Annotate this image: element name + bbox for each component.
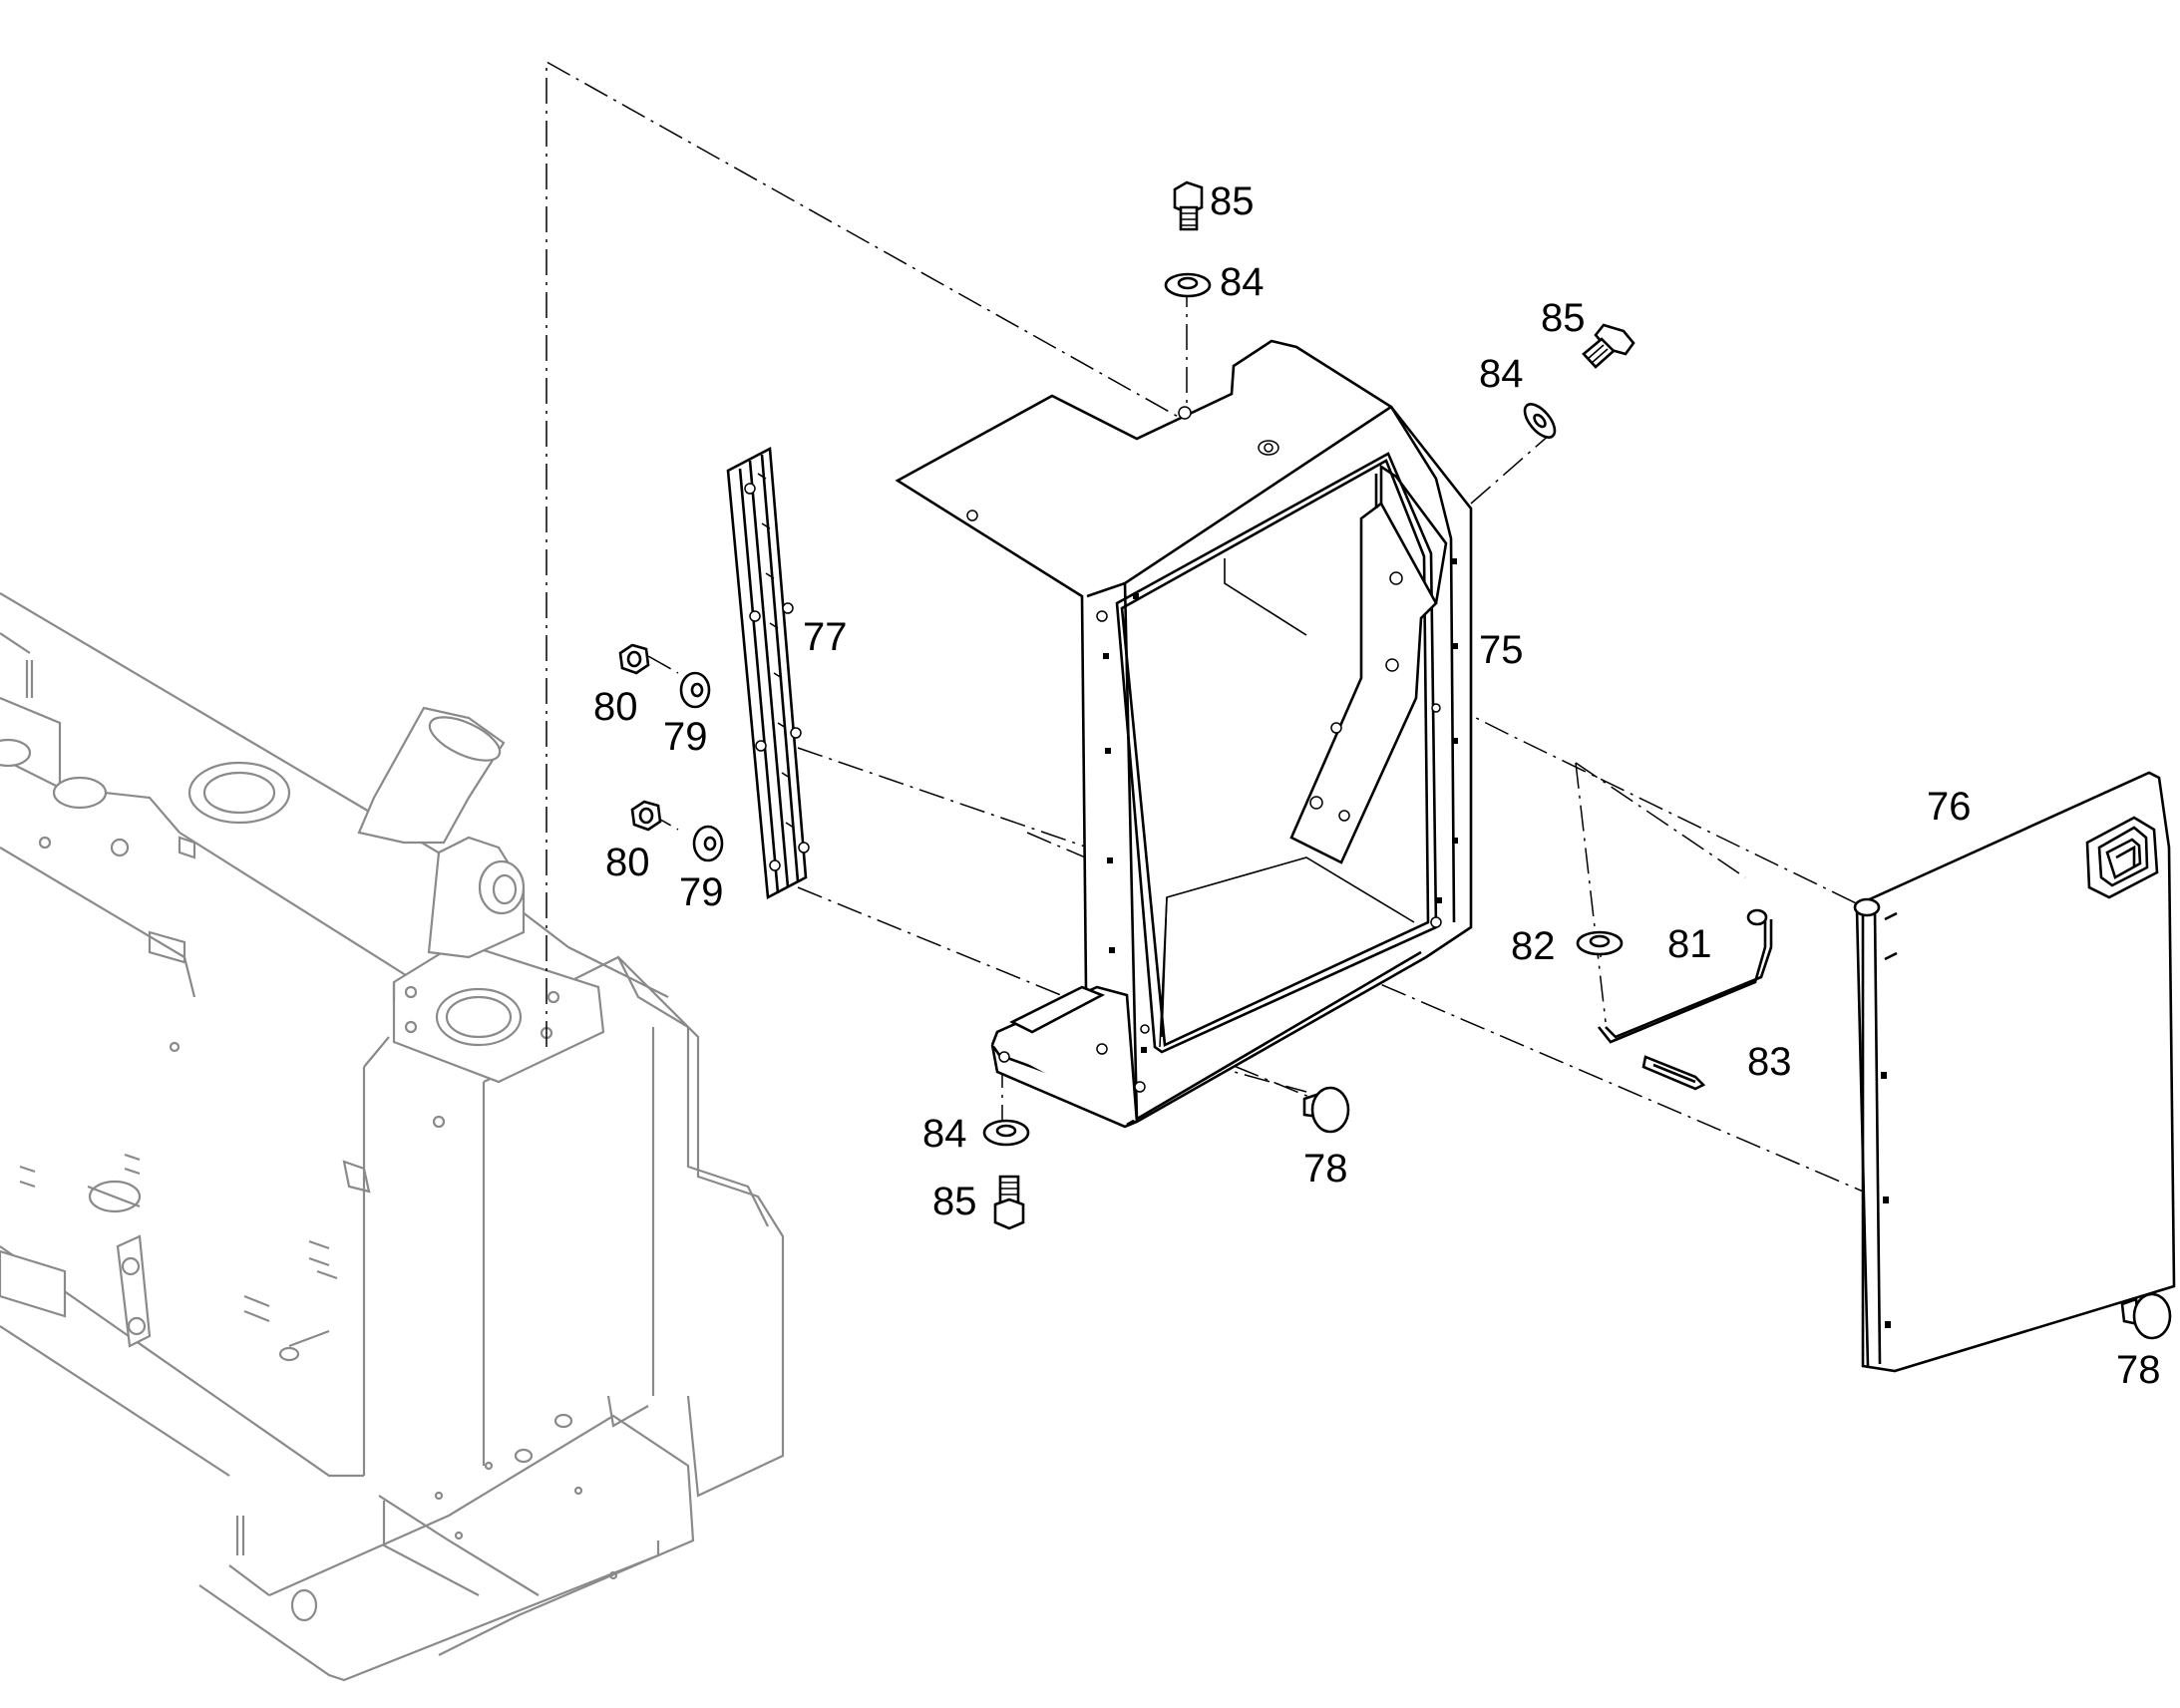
callout-84-top: 84: [1220, 260, 1265, 304]
plug-78-center: [1302, 1086, 1350, 1134]
callout-75: 75: [1479, 628, 1524, 672]
washer-84-top: [1164, 272, 1212, 298]
enclosure-part-75: [895, 339, 1473, 1129]
machine-frame: [0, 592, 785, 1682]
callout-85-bottom: 85: [932, 1180, 977, 1223]
hinge-part-77: [726, 446, 810, 900]
callout-80-upper: 80: [593, 685, 638, 729]
callout-78-center: 78: [1303, 1147, 1348, 1191]
callout-79-upper: 79: [663, 715, 708, 759]
washer-79-upper: [679, 671, 711, 709]
callout-79-lower: 79: [679, 870, 724, 914]
callout-83: 83: [1747, 1040, 1792, 1084]
nut-80-upper: [618, 643, 650, 675]
bolt-85-top: [1173, 180, 1204, 231]
callout-81: 81: [1667, 922, 1712, 966]
washer-84-right: [1523, 403, 1557, 439]
washer-79-lower: [692, 825, 724, 862]
callout-76: 76: [1927, 785, 1972, 829]
cotter-pin-83: [1641, 1055, 1706, 1091]
washer-82: [1576, 930, 1624, 956]
rod-81: [1597, 908, 1773, 1044]
plug-78-right: [2120, 1292, 2172, 1340]
callout-85-top: 85: [1210, 179, 1255, 223]
callout-77: 77: [803, 615, 848, 659]
bolt-85-bottom: [993, 1175, 1025, 1230]
callout-78-right: 78: [2116, 1348, 2161, 1392]
door-panel-part-76: [1853, 771, 2176, 1373]
callout-82: 82: [1511, 924, 1556, 968]
callout-labels: 85 84 85 84 77 75 80 79 80 79 76 82 81 8…: [593, 179, 2161, 1392]
callout-80-lower: 80: [605, 841, 650, 884]
bolt-85-right: [1582, 323, 1635, 369]
callout-84-bottom: 84: [922, 1112, 967, 1156]
callout-85-right: 85: [1541, 296, 1586, 340]
callout-84-right: 84: [1479, 352, 1524, 396]
washer-84-bottom: [982, 1119, 1030, 1147]
nut-80-lower: [630, 800, 662, 832]
